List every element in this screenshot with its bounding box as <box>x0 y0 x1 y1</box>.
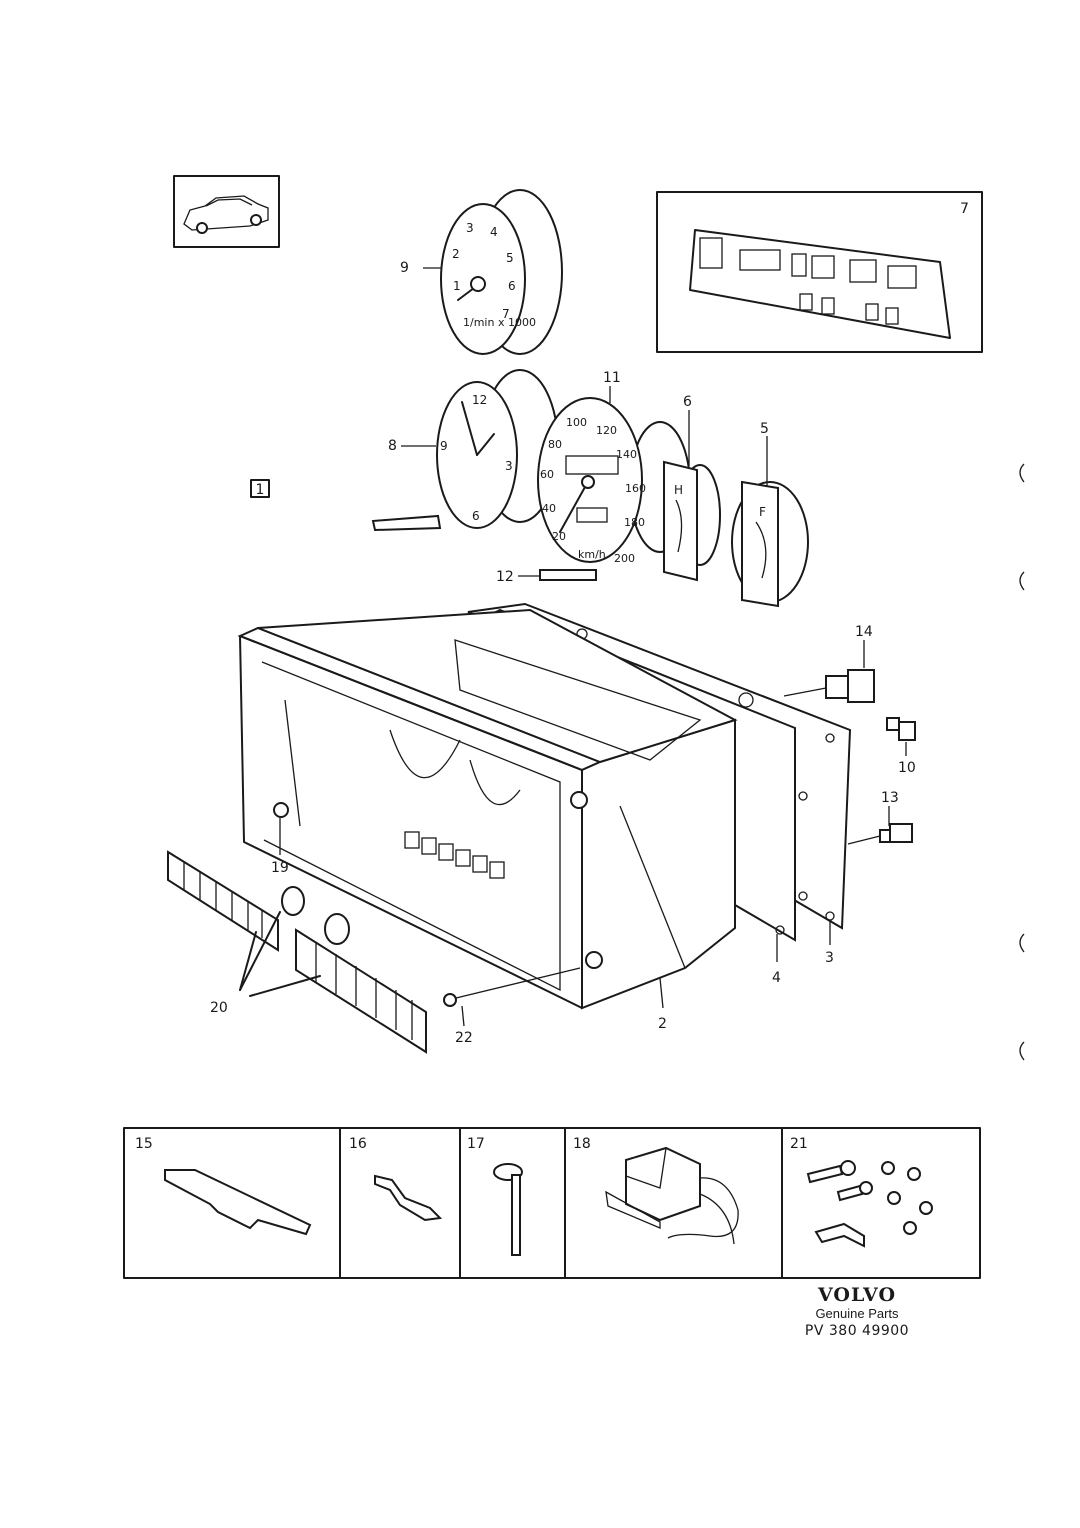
callout-19: 19 <box>271 860 289 876</box>
callout-5: 5 <box>760 421 769 437</box>
speedo-dial-200: 200 <box>614 552 635 565</box>
callout-9-tach: 9 <box>400 260 409 276</box>
speedo-dial-60: 60 <box>540 468 554 481</box>
accessory-label-15: 15 <box>135 1136 153 1152</box>
speedo-unit: km/h <box>578 548 606 561</box>
callout-20: 20 <box>210 1000 228 1016</box>
temperature-gauge: 6 H <box>663 394 721 582</box>
accessory-label-17: 17 <box>467 1136 485 1152</box>
tach-caption: 1/min x 1000 <box>463 316 536 329</box>
callout-10: 10 <box>898 760 916 776</box>
speedo-dial-100: 100 <box>566 416 587 429</box>
item-12-connector: 12 <box>496 569 597 585</box>
callout-4: 4 <box>772 970 781 986</box>
tach-dial-1: 1 <box>453 279 461 293</box>
callout-7: 7 <box>960 201 969 217</box>
speedo-dial-40: 40 <box>542 502 556 515</box>
circuit-board-panel: 7 <box>656 191 983 353</box>
callout-13: 13 <box>881 790 899 806</box>
tach-dial-6: 6 <box>508 279 516 293</box>
callout-12: 12 <box>496 569 514 585</box>
part-number: PV 380 49900 <box>804 1323 910 1339</box>
brand-block: VOLVO Genuine Parts PV 380 49900 <box>792 1284 922 1340</box>
margin-brackets <box>1019 463 1025 1061</box>
fuel-gauge: 5 F <box>731 421 809 608</box>
lens-strips: 20 <box>167 850 427 1054</box>
item-14-bulb-holder: 14 <box>783 624 875 703</box>
clock-dial-12: 12 <box>472 393 487 407</box>
clock-dial-9: 9 <box>440 439 448 453</box>
speedo-dial-160: 160 <box>625 482 646 495</box>
speedo-dial-80: 80 <box>548 438 562 451</box>
item-17-pin <box>493 1163 523 1256</box>
fuel-gauge-letter: F <box>759 505 766 519</box>
instrument-housing: 19 2 <box>237 608 738 1032</box>
speedo-dial-20: 20 <box>552 530 566 543</box>
speedo-dial-140: 140 <box>616 448 637 461</box>
callout-2: 2 <box>658 1016 667 1032</box>
item-15-bracket <box>164 1169 312 1236</box>
brand-subtitle: Genuine Parts <box>815 1306 899 1321</box>
tach-dial-5: 5 <box>506 251 514 265</box>
tach-dial-3: 3 <box>466 221 474 235</box>
tach-dial-7: 7 <box>502 307 510 321</box>
accessory-label-21: 21 <box>790 1136 808 1152</box>
item-18-relay <box>605 1146 739 1245</box>
callout-6: 6 <box>683 394 692 410</box>
vehicle-thumbnail <box>173 175 280 248</box>
clock: 8 12 3 6 9 <box>371 369 559 532</box>
callout-8: 8 <box>388 438 397 454</box>
callout-22: 22 <box>455 1030 473 1046</box>
volvo-logo: VOLVO <box>817 1284 897 1306</box>
clock-dial-6: 6 <box>472 509 480 523</box>
tachometer: 9 1 2 3 4 5 6 7 1/min x 1000 <box>400 189 563 355</box>
tach-dial-4: 4 <box>490 225 498 239</box>
callout-1: 1 <box>256 482 265 498</box>
item-16-strap <box>374 1174 443 1222</box>
item-10-connector: 10 <box>886 717 916 776</box>
callout-14: 14 <box>855 624 873 640</box>
item-21-hardware <box>806 1160 933 1248</box>
clock-dial-3: 3 <box>505 459 513 473</box>
accessory-label-18: 18 <box>573 1136 591 1152</box>
speedo-dial-120: 120 <box>596 424 617 437</box>
reference-box-1: 1 <box>250 479 270 498</box>
callout-3: 3 <box>825 950 834 966</box>
temp-gauge-letter: H <box>674 483 683 497</box>
callout-11: 11 <box>603 370 621 386</box>
item-13-bulb-holder: 13 <box>847 790 913 845</box>
speedo-dial-180: 180 <box>624 516 645 529</box>
item-22-screw: 22 <box>443 967 581 1046</box>
accessory-strip: 15 16 17 18 21 <box>123 1127 981 1279</box>
tach-dial-2: 2 <box>452 247 460 261</box>
accessory-label-16: 16 <box>349 1136 367 1152</box>
